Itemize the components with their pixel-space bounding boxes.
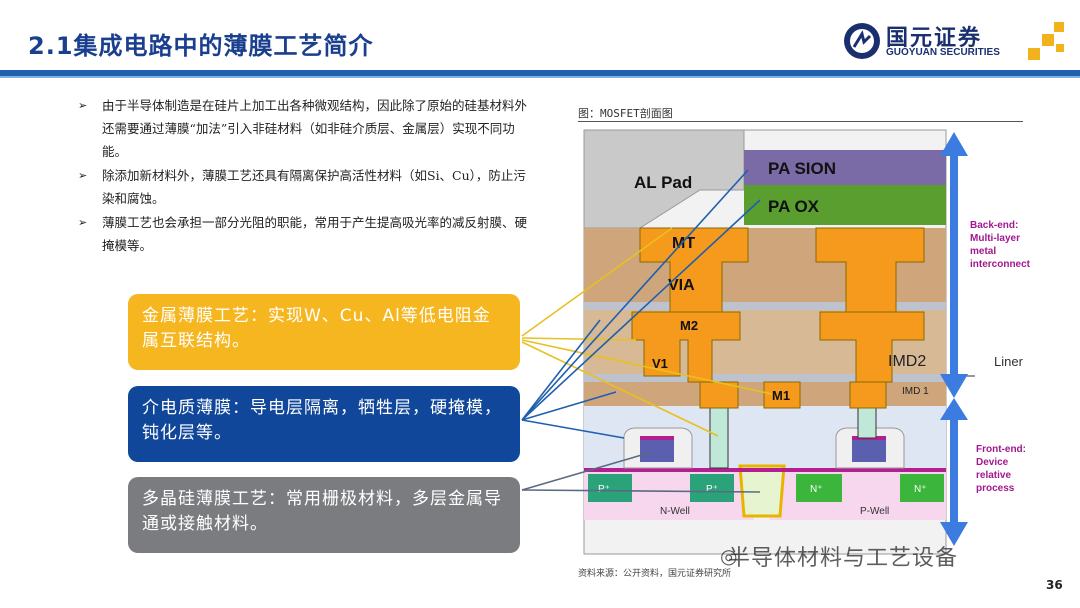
figure-source: 资料来源：公开资料，国元证券研究所	[578, 569, 732, 579]
p-plus-region	[690, 474, 734, 502]
mt-via-metal	[639, 227, 749, 313]
poly-pointer-lines	[521, 451, 761, 493]
list-item: ➢ 除添加新材料外，薄膜工艺还具有隔离保护高活性材料（如Si、Cu），防止污染和…	[78, 164, 538, 210]
polysilicon-gate	[640, 438, 674, 462]
liner-label: Liner	[994, 354, 1024, 369]
m1-metal	[849, 381, 887, 409]
n-plus-label: N⁺	[914, 484, 927, 495]
polysilicon-film-box: 多晶硅薄膜工艺：常用栅极材料，多层金属导通或接触材料。	[128, 477, 520, 553]
dielectric-film-box: 介电质薄膜：导电层隔离，牺牲层，硬掩模，钝化层等。	[128, 386, 520, 462]
p-plus-label: P⁺	[598, 484, 610, 495]
via-label: VIA	[668, 277, 695, 294]
backend-label-line3: metal	[970, 246, 996, 257]
frontend-label-line4: process	[976, 483, 1015, 494]
mt-via-metal	[815, 227, 925, 313]
pa-sion-label: PA SION	[768, 159, 836, 178]
liner-strip-lower	[584, 374, 946, 382]
logo-squares-icon	[1028, 22, 1064, 60]
bullet-text: 由于半导体制造是在硅片上加工出各种微观结构，因此除了原始的硅基材料外还需要通过薄…	[102, 98, 528, 159]
watermark-text: 半导体材料与工艺设备	[728, 546, 959, 571]
logo-emblem-icon	[844, 23, 880, 59]
header-divider-accent	[0, 76, 1080, 78]
imd1-label: IMD 1	[902, 386, 929, 397]
frontend-label-line2: Device	[976, 457, 1009, 468]
backend-range-arrow	[940, 132, 968, 398]
header-divider	[0, 70, 1080, 76]
p-plus-label: P⁺	[706, 484, 718, 495]
list-item: ➢ 薄膜工艺也会承担一部分光阻的职能，常用于产生提高吸光率的减反射膜、硬掩模等。	[78, 211, 538, 257]
backend-label-line2: Multi-layer	[970, 233, 1020, 244]
m2-metal	[819, 311, 925, 383]
arrow-bullet-icon: ➢	[78, 216, 88, 229]
pa-ox-label: PA OX	[768, 197, 820, 216]
al-pad-label: AL Pad	[634, 173, 692, 192]
gate-silicide	[640, 436, 674, 440]
arrow-bullet-icon: ➢	[78, 99, 88, 112]
silicide-strip	[584, 468, 946, 472]
p-plus-region	[588, 474, 632, 502]
contact-plug	[857, 407, 877, 439]
page-title: 2.1集成电路中的薄膜工艺简介	[28, 32, 374, 60]
imd2-label: IMD2	[888, 353, 926, 370]
liner-strip-upper	[584, 302, 946, 310]
n-plus-region	[796, 474, 842, 502]
backend-label-line4: interconnect	[970, 259, 1031, 270]
metal-pointer-lines	[521, 227, 773, 437]
list-item: ➢ 由于半导体制造是在硅片上加工出各种微观结构，因此除了原始的硅基材料外还需要通…	[78, 94, 538, 163]
polysilicon-gate	[852, 438, 886, 462]
frontend-label: Front-end: Device relative process	[976, 444, 1029, 494]
pa-sion-layer	[744, 150, 946, 185]
n-plus-region	[900, 474, 944, 502]
page-number: 36	[1046, 578, 1063, 592]
logo-en: GUOYUAN SECURITIES	[886, 47, 1000, 58]
bullet-list: ➢ 由于半导体制造是在硅片上加工出各种微观结构，因此除了原始的硅基材料外还需要通…	[78, 94, 538, 258]
backend-label: Back-end: Multi-layer metal interconnect	[970, 220, 1031, 270]
backend-label-line1: Back-end:	[970, 220, 1018, 231]
metal-film-box: 金属薄膜工艺：实现W、Cu、Al等低电阻金属互联结构。	[128, 294, 520, 370]
frontend-range-arrow	[940, 398, 968, 546]
logo-cn: 国元证券	[886, 26, 983, 51]
v1-label: V1	[652, 356, 668, 371]
bullet-text: 薄膜工艺也会承担一部分光阻的职能，常用于产生提高吸光率的减反射膜、硬掩模等。	[102, 215, 528, 253]
contact-plug	[709, 407, 729, 469]
arrow-bullet-icon: ➢	[78, 169, 88, 182]
pa-ox-layer	[744, 185, 946, 225]
m1-label: M1	[772, 388, 790, 403]
bullet-text: 除添加新材料外，薄膜工艺还具有隔离保护高活性材料（如Si、Cu），防止污染和腐蚀…	[102, 168, 526, 206]
figure-divider	[578, 121, 1023, 122]
m1-metal	[699, 381, 739, 409]
n-well-label: N-Well	[660, 506, 690, 517]
wechat-icon: ◎	[720, 544, 738, 568]
m2-label: M2	[680, 318, 698, 333]
frontend-label-line1: Front-end:	[976, 444, 1026, 455]
figure-label: 图：MOSFET剖面图	[578, 107, 673, 120]
dielectric-pointer-lines	[521, 169, 761, 439]
m2-v1-metal	[631, 311, 741, 383]
trench-isolation	[738, 464, 786, 518]
n-plus-label: N⁺	[810, 484, 823, 495]
m1-metal	[763, 381, 801, 409]
company-logo: 国元证券 GUOYUAN SECURITIES	[842, 18, 1072, 66]
frontend-label-line3: relative	[976, 470, 1011, 481]
p-well-label: P-Well	[860, 506, 889, 517]
